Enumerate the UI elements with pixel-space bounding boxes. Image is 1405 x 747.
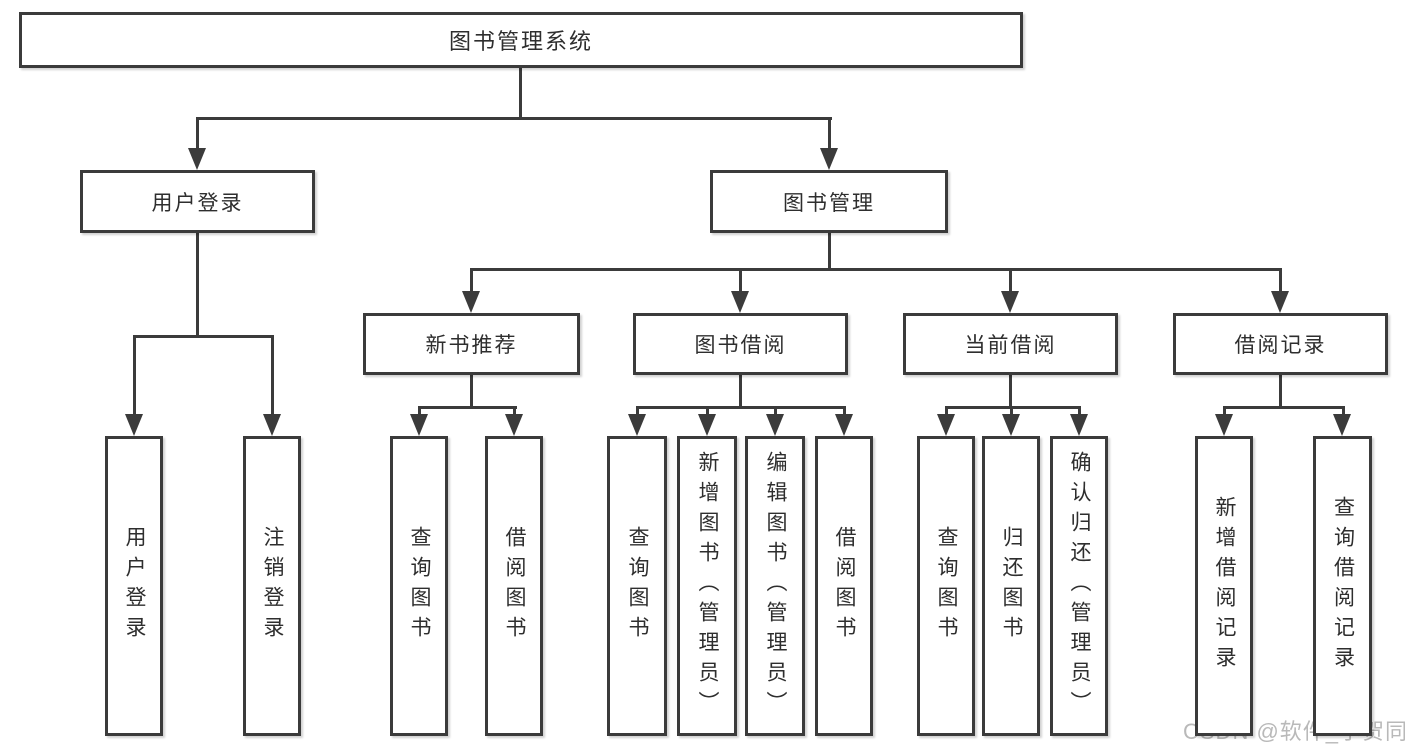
leaf-bb-query-books-label: 查询图书 [626,526,649,646]
connector-stem-cb-confirm [1078,406,1081,418]
arrow-to-bb-edit [766,414,784,436]
arrow-to-bb-query [628,414,646,436]
node-borrow-records: 借阅记录 [1173,313,1388,375]
arrow-to-cb-return [1002,414,1020,436]
node-borrow-records-label: 借阅记录 [1234,334,1327,357]
arrow-to-cb-confirm [1070,414,1088,436]
leaf-logout-label: 注销登录 [261,526,284,646]
connector-stem-cb-return [1010,406,1013,418]
connector-stem-new-book [470,268,473,293]
leaf-bb-edit-book-admin-label: 编辑图书（管理员） [764,451,787,721]
node-book-borrow: 图书借阅 [633,313,848,375]
arrow-to-cb-query [937,414,955,436]
arrow-to-nb-query [410,414,428,436]
connector-new-book-vertical [470,375,473,409]
connector-root-vertical [519,68,522,120]
connector-new-book-rail [418,406,517,409]
connector-stem-br-add [1223,406,1226,418]
connector-stem-bb-edit [774,406,777,418]
leaf-cb-return-book: 归还图书 [982,436,1040,736]
connector-stem-nb-borrow [513,406,516,418]
connector-stem-current-borrow [1009,268,1012,293]
connector-user-login-rail [133,335,274,338]
leaf-user-login-label: 用户登录 [123,526,146,646]
node-book-management: 图书管理 [710,170,948,233]
leaf-cb-confirm-return-admin-label: 确认归还（管理员） [1068,451,1091,721]
leaf-bb-query-books: 查询图书 [607,436,667,736]
leaf-nb-borrow-books: 借阅图书 [485,436,543,736]
arrow-to-book-management [820,148,838,170]
connector-book-borrow-rail [636,406,846,409]
node-current-borrow-label: 当前借阅 [964,334,1057,357]
connector-stem-cb-query [945,406,948,418]
connector-stem-book-management [828,117,831,150]
leaf-cb-return-book-label: 归还图书 [1000,526,1023,646]
connector-stem-br-query [1342,406,1345,418]
leaf-cb-query-books-label: 查询图书 [935,526,958,646]
connector-book-management-vertical [828,233,831,271]
connector-stem-borrow-records [1279,268,1282,293]
arrow-to-bb-borrow [835,414,853,436]
connector-book-borrow-vertical [739,375,742,409]
connector-stem-book-borrow [739,268,742,293]
node-user-login: 用户登录 [80,170,315,233]
connector-stem-bb-borrow [843,406,846,418]
arrow-to-nb-borrow [505,414,523,436]
leaf-logout: 注销登录 [243,436,301,736]
connector-stem-user-login [196,117,199,150]
connector-root-rail [196,117,832,120]
leaf-br-add-record-label: 新增借阅记录 [1213,496,1236,676]
connector-borrow-records-rail [1223,406,1345,409]
node-book-borrow-label: 图书借阅 [694,334,787,357]
connector-stem-leaf-logout [271,335,274,416]
node-user-login-label: 用户登录 [151,191,244,215]
node-root-label: 图书管理系统 [448,29,593,54]
leaf-bb-add-book-admin-label: 新增图书（管理员） [696,451,719,721]
connector-stem-bb-add [706,406,709,418]
leaf-cb-query-books: 查询图书 [917,436,975,736]
connector-borrow-records-vertical [1279,375,1282,409]
connector-user-login-vertical [196,233,199,338]
connector-stem-leaf-user-login [133,335,136,416]
arrow-to-br-add [1215,414,1233,436]
node-new-book-recommend-label: 新书推荐 [425,334,518,357]
arrow-to-leaf-logout [263,414,281,436]
leaf-nb-borrow-books-label: 借阅图书 [503,526,526,646]
connector-current-borrow-rail [945,406,1081,409]
leaf-user-login: 用户登录 [105,436,163,736]
connector-current-borrow-vertical [1009,375,1012,409]
connector-stem-nb-query [418,406,421,418]
leaf-br-add-record: 新增借阅记录 [1195,436,1253,736]
leaf-bb-borrow-books-label: 借阅图书 [833,526,856,646]
leaf-nb-query-books: 查询图书 [390,436,448,736]
leaf-bb-add-book-admin: 新增图书（管理员） [677,436,737,736]
node-current-borrow: 当前借阅 [903,313,1118,375]
connector-stem-bb-query [636,406,639,418]
node-book-management-label: 图书管理 [783,191,875,215]
arrow-to-bb-add [698,414,716,436]
arrow-to-br-query [1333,414,1351,436]
node-new-book-recommend: 新书推荐 [363,313,580,375]
leaf-br-query-record: 查询借阅记录 [1313,436,1372,736]
arrow-to-leaf-user-login [125,414,143,436]
leaf-cb-confirm-return-admin: 确认归还（管理员） [1050,436,1108,736]
arrow-to-book-borrow [731,291,749,313]
leaf-bb-edit-book-admin: 编辑图书（管理员） [745,436,805,736]
connector-book-management-rail [470,268,1282,271]
arrow-to-user-login [188,148,206,170]
arrow-to-borrow-records [1271,291,1289,313]
node-root-system: 图书管理系统 [19,12,1023,68]
leaf-bb-borrow-books: 借阅图书 [815,436,873,736]
leaf-nb-query-books-label: 查询图书 [408,526,431,646]
arrow-to-new-book [462,291,480,313]
arrow-to-current-borrow [1001,291,1019,313]
leaf-br-query-record-label: 查询借阅记录 [1331,496,1355,676]
